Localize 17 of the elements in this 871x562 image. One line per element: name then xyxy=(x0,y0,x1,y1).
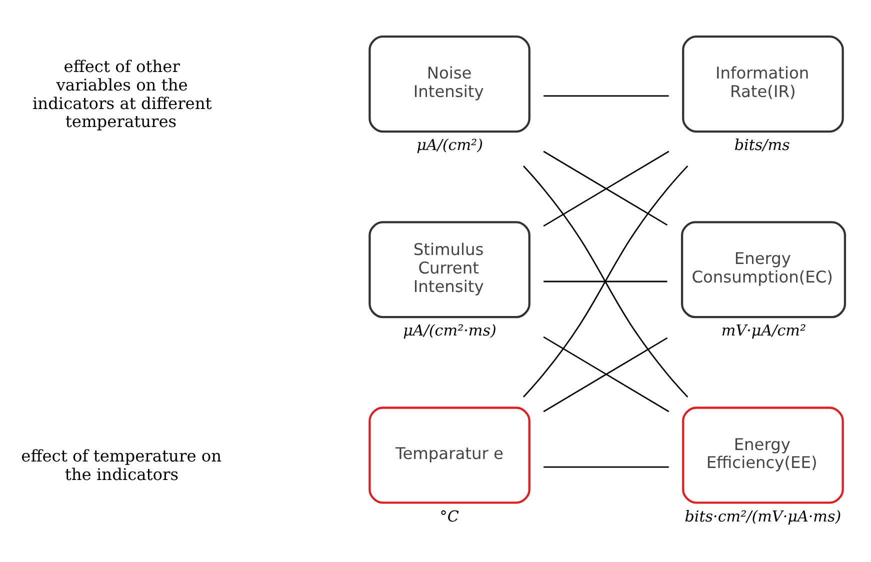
node-label: μA/(cm²) xyxy=(416,136,484,154)
node-label: mV·μA/cm² xyxy=(721,321,806,340)
node-box: Information Rate(IR) xyxy=(682,34,844,132)
label: effect of temperature on the indicators xyxy=(21,446,222,484)
label: effect of other variables on the indicators at different temperatures xyxy=(32,56,212,131)
node-box: Noise Intensity xyxy=(368,34,530,132)
node-label: °C xyxy=(440,506,459,525)
node-box: Stimulus Current Intensity xyxy=(368,220,530,318)
node-label: bits·cm²/(mV·μA·ms) xyxy=(684,506,842,525)
connector xyxy=(544,466,669,468)
node-box: Energy Consumption(EC) xyxy=(680,220,846,318)
node-label: bits/ms xyxy=(734,136,790,154)
connector xyxy=(544,94,669,96)
connector xyxy=(544,280,668,282)
node-label: μA/(cm²·ms) xyxy=(403,321,496,340)
node-box: Temparatur e xyxy=(368,406,530,504)
node-box: Energy Efficiency(EE) xyxy=(682,406,844,504)
